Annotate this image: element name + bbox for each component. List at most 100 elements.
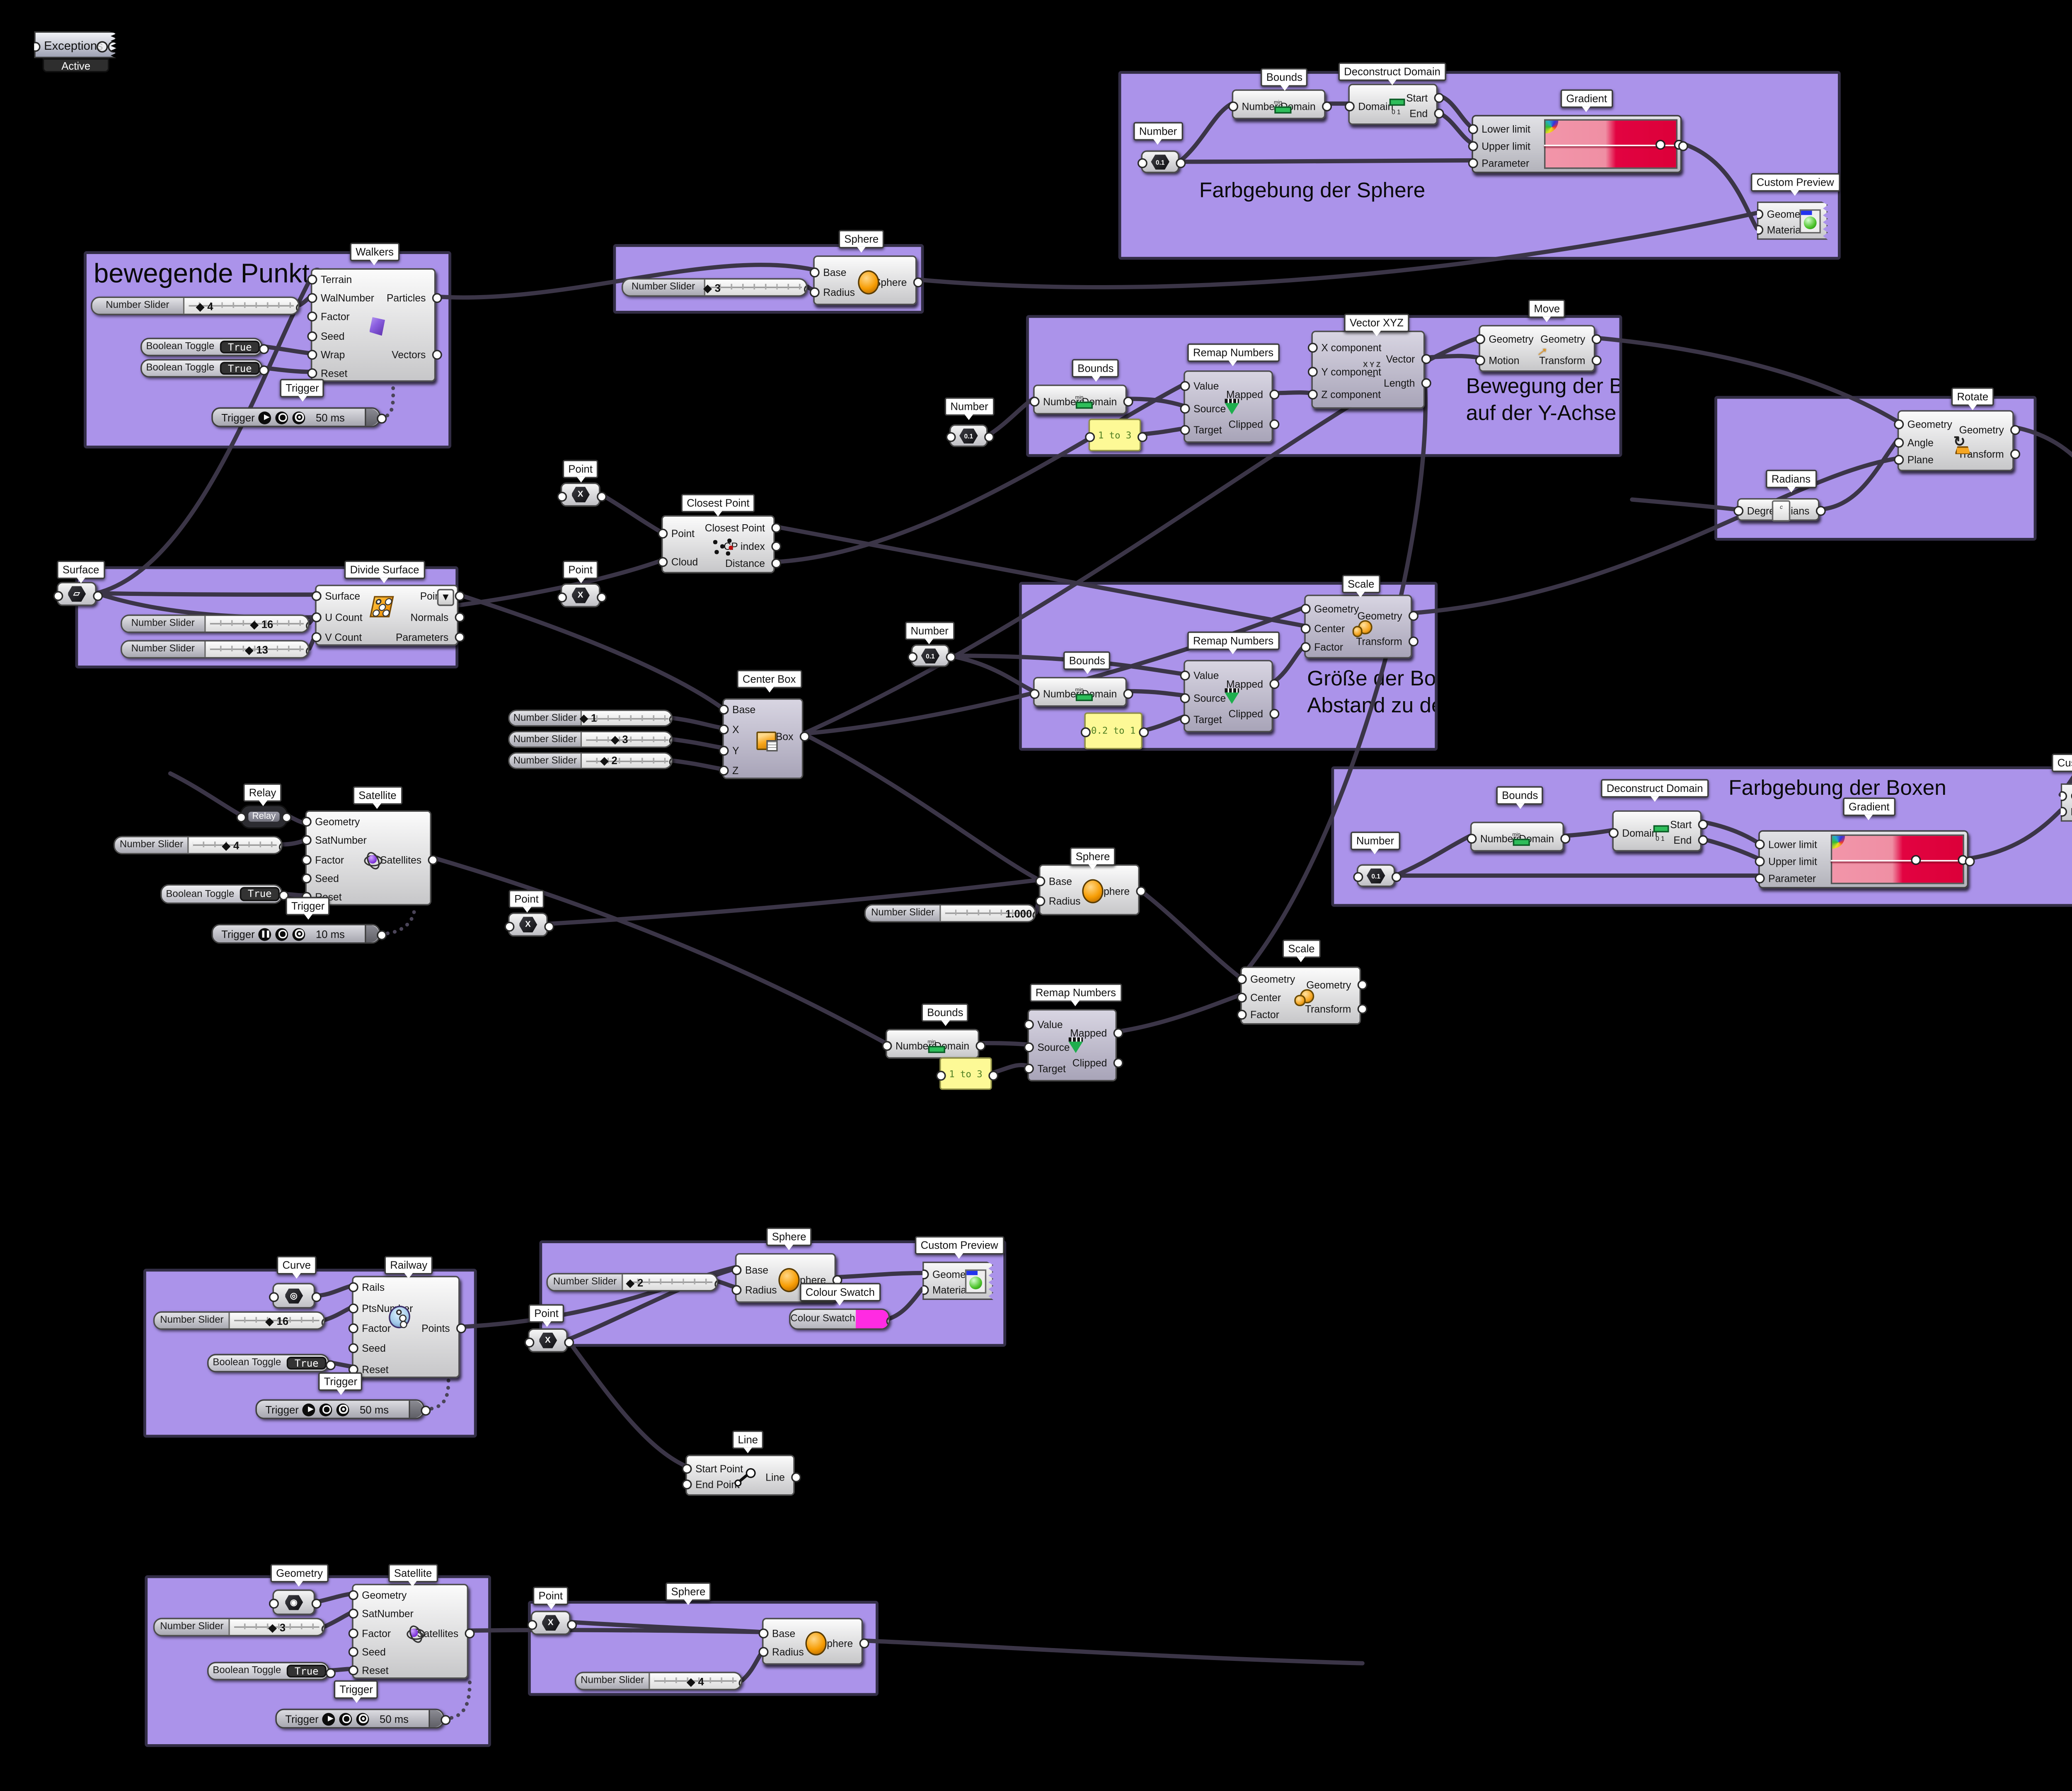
port-output[interactable]: [259, 343, 269, 353]
port-reset[interactable]: [307, 368, 317, 379]
port[interactable]: [1139, 727, 1149, 738]
port-transform[interactable]: [1591, 355, 1602, 365]
port-surface[interactable]: [311, 591, 322, 602]
slider-track[interactable]: ◆ 4: [184, 298, 298, 314]
port[interactable]: [236, 811, 247, 822]
port-center[interactable]: [1237, 992, 1247, 1002]
port-base[interactable]: [809, 266, 820, 277]
port-output[interactable]: [441, 1715, 451, 1725]
port-output[interactable]: [1391, 872, 1402, 882]
port-parameter[interactable]: [1468, 158, 1478, 168]
slider-track[interactable]: ◆ 3: [582, 732, 671, 747]
rec-icon[interactable]: [293, 927, 306, 940]
port-target[interactable]: [1180, 714, 1190, 724]
number-slider-ptsnumber[interactable]: Number Slider◆ 16: [153, 1311, 325, 1330]
port-u-count[interactable]: [311, 612, 322, 622]
port-points[interactable]: [456, 1323, 467, 1334]
port-ptsnumber[interactable]: [348, 1303, 358, 1313]
slider-handle[interactable]: ◆: [580, 712, 591, 725]
port-output[interactable]: [1965, 856, 1975, 866]
port-satellites[interactable]: [428, 854, 438, 864]
port-input[interactable]: [1137, 158, 1147, 168]
port-end-point[interactable]: [682, 1480, 692, 1490]
port-sphere[interactable]: [913, 276, 923, 287]
port-geometry[interactable]: [1237, 974, 1247, 985]
port-output[interactable]: [597, 592, 607, 602]
port-numbers[interactable]: [1029, 396, 1040, 406]
port-output[interactable]: [377, 930, 387, 940]
play-icon[interactable]: [259, 411, 272, 424]
port-plane[interactable]: [1894, 455, 1904, 465]
port-terrain[interactable]: [307, 274, 317, 284]
port-input[interactable]: [557, 491, 567, 501]
power-icon[interactable]: [276, 411, 289, 424]
point-param-4[interactable]: X: [524, 1328, 574, 1353]
port-lower-limit[interactable]: [1468, 124, 1478, 134]
port-mapped[interactable]: [1269, 390, 1280, 400]
port-output[interactable]: [544, 921, 554, 931]
port-value[interactable]: [1180, 670, 1190, 681]
slider-handle[interactable]: ◆: [600, 754, 612, 767]
port-factor[interactable]: [348, 1628, 358, 1638]
port-angle[interactable]: [1894, 437, 1904, 447]
port-geometry[interactable]: [1475, 334, 1485, 345]
port-seed[interactable]: [301, 873, 312, 883]
slider-track[interactable]: ◆ 16: [205, 616, 308, 632]
port-output[interactable]: [259, 365, 269, 375]
port-upper-limit[interactable]: [1468, 140, 1478, 151]
port-upper-limit[interactable]: [1755, 856, 1765, 866]
number-param-2[interactable]: 0.1: [946, 424, 995, 447]
port-factor[interactable]: [1237, 1009, 1247, 1019]
port-numbers[interactable]: [882, 1040, 892, 1050]
port-walnumber[interactable]: [307, 293, 317, 303]
port-target[interactable]: [1180, 425, 1190, 435]
port-input[interactable]: [908, 652, 918, 662]
toggle-state[interactable]: True: [286, 1357, 327, 1370]
slider-track[interactable]: ◆ 3: [704, 279, 806, 295]
port-line[interactable]: [791, 1472, 801, 1482]
port-domain[interactable]: [1123, 688, 1133, 698]
port-z[interactable]: [719, 765, 729, 776]
port[interactable]: [936, 1070, 946, 1080]
port-input[interactable]: [504, 921, 515, 931]
port-output[interactable]: [1176, 158, 1186, 168]
port-factor[interactable]: [301, 854, 312, 864]
port-parameter[interactable]: [1755, 873, 1765, 883]
port-closest-point[interactable]: [771, 523, 782, 533]
port-geometry[interactable]: [2060, 791, 2067, 801]
slider-handle[interactable]: ◆: [687, 1675, 698, 1687]
port-z-component[interactable]: [1307, 390, 1318, 400]
slider-track[interactable]: 1.000 ●: [941, 905, 1035, 921]
port-start[interactable]: [1434, 92, 1444, 103]
port-radius[interactable]: [758, 1647, 769, 1657]
panel-02-to-1[interactable]: 0.2 to 1: [1080, 712, 1149, 750]
port-output[interactable]: [946, 652, 956, 662]
number-slider-satnumber-2[interactable]: Number Slider◆ 3: [153, 1618, 325, 1636]
slider-handle[interactable]: ◆: [611, 733, 622, 746]
port-geometry[interactable]: [1357, 980, 1368, 990]
port-domain[interactable]: [1123, 396, 1133, 406]
number-slider-box-y[interactable]: Number Slider◆ 3: [508, 731, 673, 748]
port-factor[interactable]: [307, 312, 317, 322]
port-numbers[interactable]: [1467, 833, 1477, 843]
rec-icon[interactable]: [293, 411, 306, 424]
number-slider-radius-2[interactable]: Number Slider◆ 2: [546, 1273, 718, 1292]
port-point[interactable]: [658, 529, 668, 539]
